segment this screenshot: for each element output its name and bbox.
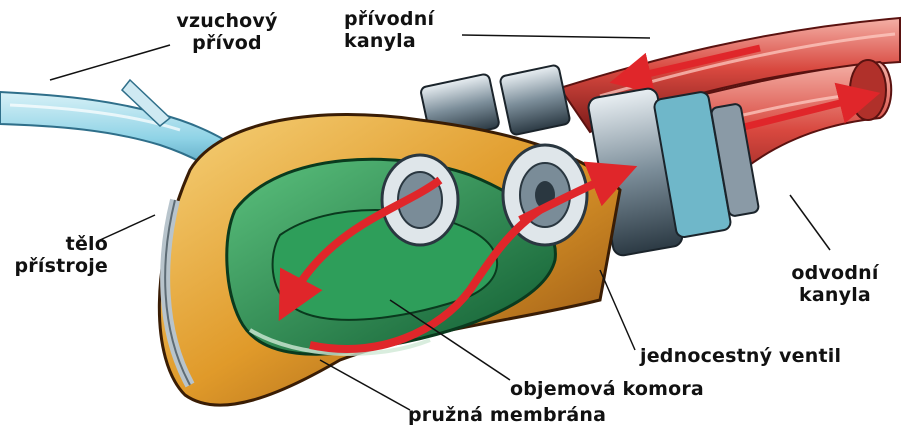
leader-telo-pristroje	[100, 215, 155, 240]
label-air-supply-line1: vzuchový	[152, 10, 302, 32]
label-flexible-membrane: pružná membrána	[408, 404, 606, 426]
label-air-supply: vzuchový přívod	[152, 10, 302, 54]
label-device-body-line1: tělo	[8, 233, 108, 255]
label-air-supply-line2: přívod	[152, 32, 302, 54]
label-outflow-cannula: odvodní kanyla	[775, 262, 895, 306]
leader-pruzna-membrana	[320, 360, 410, 410]
label-outflow-cannula-line2: kanyla	[775, 284, 895, 306]
label-inflow-cannula-line2: kanyla	[344, 30, 464, 52]
leader-privodni-kanyla	[462, 35, 650, 38]
leader-jednocestny-ventil	[600, 270, 635, 350]
label-one-way-valve: jednocestný ventil	[640, 345, 841, 367]
label-outflow-cannula-line1: odvodní	[775, 262, 895, 284]
leader-odvodni-kanyla	[790, 195, 830, 250]
label-device-body-line2: přístroje	[8, 255, 108, 277]
label-device-body: tělo přístroje	[8, 233, 108, 277]
label-inflow-cannula-line1: přívodní	[344, 8, 464, 30]
label-volume-chamber: objemová komora	[510, 378, 704, 400]
label-inflow-cannula: přívodní kanyla	[344, 8, 464, 52]
